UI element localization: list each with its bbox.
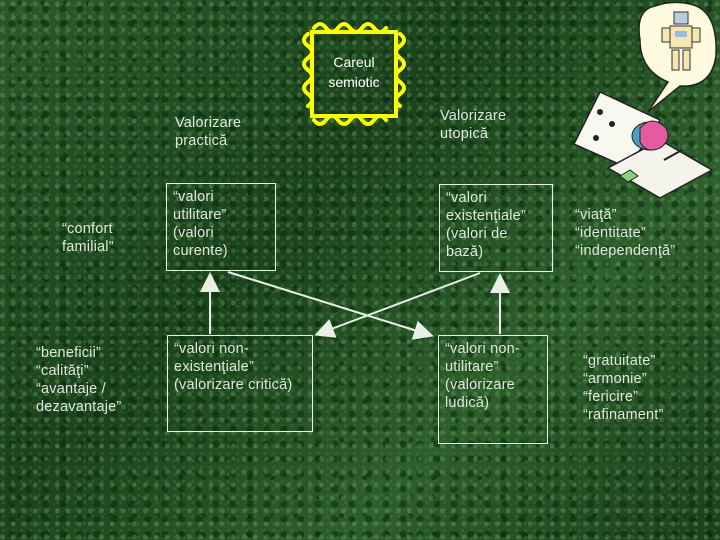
desk-clipart-icon <box>0 0 720 540</box>
